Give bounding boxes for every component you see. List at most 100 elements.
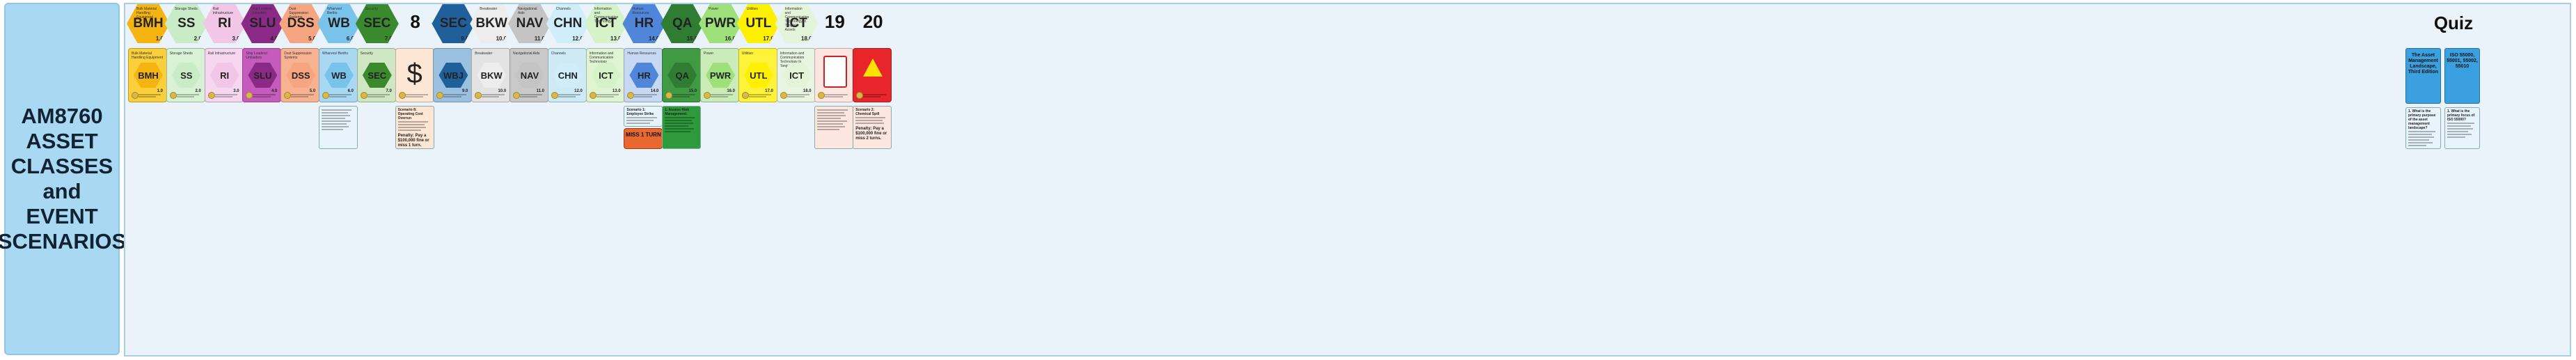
card-subtitle: Dust Suppression Systems — [284, 52, 312, 60]
asset-card[interactable]: Information and Communication Technology… — [776, 48, 816, 102]
asset-subtitle: Information and Communication Technology — [594, 7, 619, 24]
asset-subtitle: Information and Communication Technology… — [784, 7, 809, 32]
seal-icon — [780, 92, 787, 99]
card-footer-text — [672, 94, 697, 99]
scenario-description: 1. Assess Risk Management: — [662, 106, 702, 149]
card-number: 17.0 — [765, 89, 773, 93]
asset-subtitle: Storage Sheds — [174, 7, 198, 11]
card-code: PWR — [709, 70, 732, 81]
asset-card[interactable] — [814, 48, 854, 102]
playing-card-icon — [823, 56, 848, 88]
seal-icon — [704, 92, 711, 99]
asset-code: HR — [634, 16, 654, 31]
card-hex: HR — [629, 63, 659, 88]
card-footer-text — [711, 94, 736, 99]
asset-code: SEC — [439, 16, 467, 31]
dollar-icon: $ — [406, 58, 422, 89]
asset-hex-tile[interactable]: Information and Communication Technology… — [584, 4, 628, 43]
asset-hex-tile[interactable]: Information and Communication Technology… — [775, 4, 819, 43]
card-subtitle: Ship Loaders/ Unloaders — [246, 52, 268, 60]
seal-icon — [322, 92, 329, 99]
card-code: SLU — [253, 70, 272, 81]
card-footer-text — [863, 94, 888, 99]
asset-code: ICT — [786, 16, 807, 31]
card-number: 18.0 — [803, 89, 812, 93]
quiz-question-1: 1. What is the primary purpose of the as… — [2405, 107, 2441, 149]
asset-number: 15.0 — [686, 36, 698, 42]
card-footer-text — [214, 94, 240, 99]
quiz-question-2: 1. What is the primary focus of ISO 5500… — [2444, 107, 2480, 149]
quiz-card-iso[interactable]: ISO 55000, 55001, 55002, 55010 — [2444, 48, 2480, 104]
card-code: DSS — [291, 70, 310, 81]
card-number: 1.0 — [157, 89, 163, 93]
asset-code: NAV — [516, 16, 544, 31]
asset-column: Information and Communication Technology… — [584, 4, 628, 355]
asset-number: 3.0 — [232, 36, 240, 42]
asset-subtitle: Utilities — [746, 7, 758, 11]
seal-icon — [627, 92, 635, 99]
seal-icon — [856, 92, 864, 99]
asset-code: WB — [328, 16, 350, 31]
asset-card[interactable]: Information and Communication Technology… — [585, 48, 625, 102]
card-hex: WBJ — [438, 63, 468, 88]
scenario-description — [814, 106, 854, 149]
asset-code: UTL — [745, 16, 772, 31]
scenario-description: Scenario 1: Employee Strike — [624, 106, 663, 127]
card-code: CHN — [558, 70, 578, 81]
card-number: 15.0 — [688, 89, 697, 93]
card-code: HR — [638, 70, 651, 81]
asset-number: 7.0 — [384, 36, 393, 42]
seal-icon — [132, 92, 139, 99]
card-hex: ICT — [591, 63, 621, 88]
card-subtitle: Navigational Aids — [513, 52, 540, 56]
asset-number: 1.0 — [155, 36, 164, 42]
asset-code: DSS — [287, 16, 315, 31]
quiz-card-landscape[interactable]: The Asset Management Landscape, Third Ed… — [2405, 48, 2441, 104]
card-footer-text — [329, 94, 354, 99]
asset-card[interactable]: $ — [395, 48, 434, 102]
scenario-number: 19 — [824, 11, 845, 32]
asset-number: 2.0 — [193, 36, 202, 42]
asset-card[interactable] — [853, 48, 892, 102]
card-code: NAV — [520, 70, 539, 81]
seal-icon — [284, 92, 292, 99]
seal-icon — [551, 92, 558, 99]
asset-code: ICT — [595, 16, 617, 31]
